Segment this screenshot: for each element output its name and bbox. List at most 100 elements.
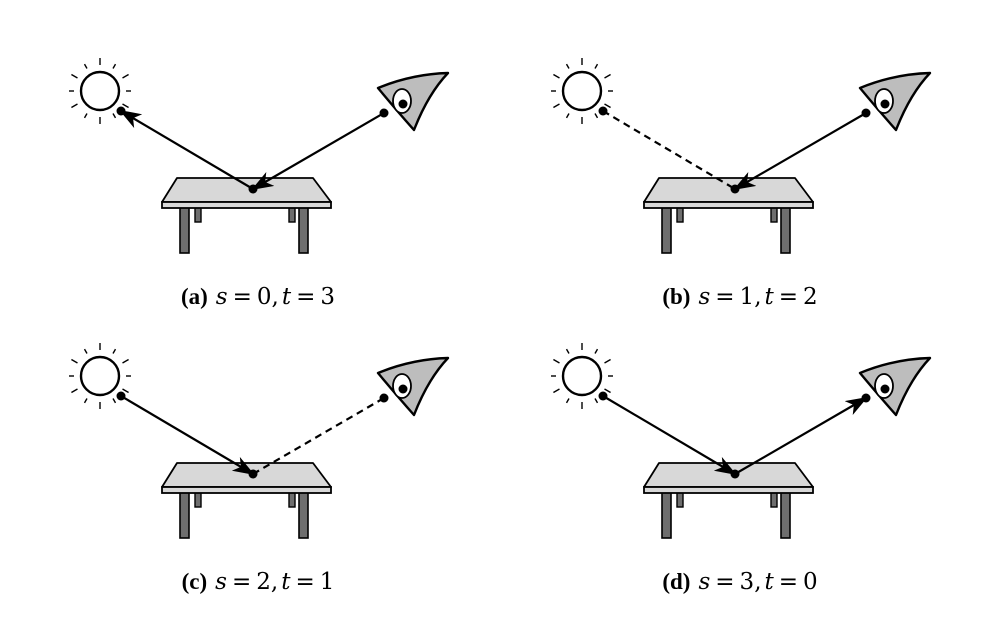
panel-caption-d: (d)s=3,t=0	[662, 569, 817, 595]
eye-icon	[376, 356, 450, 417]
light-vertex	[116, 391, 126, 401]
table-leg-back-left	[194, 206, 202, 223]
sun-ray	[71, 358, 78, 364]
eye-icon	[858, 356, 932, 417]
sun-ray	[83, 63, 88, 69]
table-leg-front-left	[179, 491, 190, 539]
sun-ray	[553, 103, 560, 109]
sun-ray	[565, 348, 570, 354]
eye-shape	[858, 356, 932, 417]
sun-ray	[594, 63, 599, 69]
eye-shape	[858, 71, 932, 132]
sun-ray	[594, 113, 599, 119]
sun-ray	[604, 103, 611, 109]
sun-ray	[565, 113, 570, 119]
sun-icon	[69, 343, 131, 409]
panel-b: (b)s=1,t=2	[551, 58, 932, 310]
table-vertex	[730, 184, 740, 194]
eye-pupil	[398, 99, 408, 109]
eye-vertex	[861, 108, 871, 118]
sun-ray	[112, 113, 117, 119]
table-leg-front-left	[661, 491, 672, 539]
sun-ray	[565, 63, 570, 69]
light-path-segment	[119, 109, 254, 190]
table-leg-back-right	[770, 491, 778, 508]
sun-disk	[79, 355, 121, 397]
eye-vertex	[861, 393, 871, 403]
table-vertex	[248, 184, 258, 194]
eye-shape	[376, 356, 450, 417]
table-leg-back-right	[288, 491, 296, 508]
light-vertex	[598, 391, 608, 401]
panel-a: (a)s=0,t=3	[69, 58, 450, 310]
table-top	[643, 177, 814, 203]
table-leg-back-left	[676, 491, 684, 508]
sun-icon	[69, 58, 131, 124]
table-edge	[643, 486, 814, 494]
table-leg-back-right	[288, 206, 296, 223]
light-vertex	[116, 106, 126, 116]
sun-ray	[83, 398, 88, 404]
sun-icon	[551, 58, 613, 124]
sun-ray	[71, 73, 78, 79]
sun-ray	[122, 388, 129, 394]
eye-icon	[376, 71, 450, 132]
sun-ray	[122, 358, 129, 364]
sun-ray	[565, 398, 570, 404]
panel-caption-a: (a)s=0,t=3	[181, 284, 335, 310]
sun-ray	[604, 388, 611, 394]
sun-ray	[604, 358, 611, 364]
sun-ray	[594, 348, 599, 354]
sun-disk	[561, 355, 603, 397]
light-path-segment	[602, 110, 736, 190]
eye-path-segment	[252, 397, 385, 475]
table-leg-back-right	[770, 206, 778, 223]
eye-pupil	[880, 384, 890, 394]
sun-ray	[604, 73, 611, 79]
table-icon	[161, 177, 332, 254]
table-leg-back-left	[194, 491, 202, 508]
table-leg-front-right	[780, 491, 791, 539]
sun-ray	[594, 398, 599, 404]
panel-d: (d)s=3,t=0	[551, 343, 932, 595]
eye-vertex	[379, 393, 389, 403]
sun-ray	[553, 73, 560, 79]
eye-path-segment	[251, 112, 385, 191]
panel-caption-c: (c)s=2,t=1	[182, 569, 335, 595]
table-icon	[643, 462, 814, 539]
eye-path-segment	[733, 112, 867, 191]
sun-ray	[83, 113, 88, 119]
sun-ray	[71, 103, 78, 109]
eye-shape	[376, 71, 450, 132]
table-top	[161, 462, 332, 488]
sun-ray	[553, 388, 560, 394]
table-vertex	[730, 469, 740, 479]
eye-pupil	[880, 99, 890, 109]
sun-ray	[112, 63, 117, 69]
table-top	[643, 462, 814, 488]
table-icon	[161, 462, 332, 539]
table-leg-front-left	[661, 206, 672, 254]
table-edge	[643, 201, 814, 209]
sun-ray	[83, 348, 88, 354]
table-vertex	[248, 469, 258, 479]
sun-disk	[561, 70, 603, 112]
light-path-segment	[120, 395, 255, 476]
table-leg-front-right	[780, 206, 791, 254]
sun-ray	[71, 388, 78, 394]
sun-ray	[112, 398, 117, 404]
sun-ray	[122, 73, 129, 79]
panel-c: (c)s=2,t=1	[69, 343, 450, 595]
table-leg-front-right	[298, 206, 309, 254]
sun-ray	[112, 348, 117, 354]
table-leg-front-left	[179, 206, 190, 254]
table-edge	[161, 486, 332, 494]
sun-disk	[79, 70, 121, 112]
table-top	[161, 177, 332, 203]
sun-ray	[122, 103, 129, 109]
eye-path-segment	[734, 396, 868, 475]
table-leg-back-left	[676, 206, 684, 223]
eye-vertex	[379, 108, 389, 118]
table-edge	[161, 201, 332, 209]
